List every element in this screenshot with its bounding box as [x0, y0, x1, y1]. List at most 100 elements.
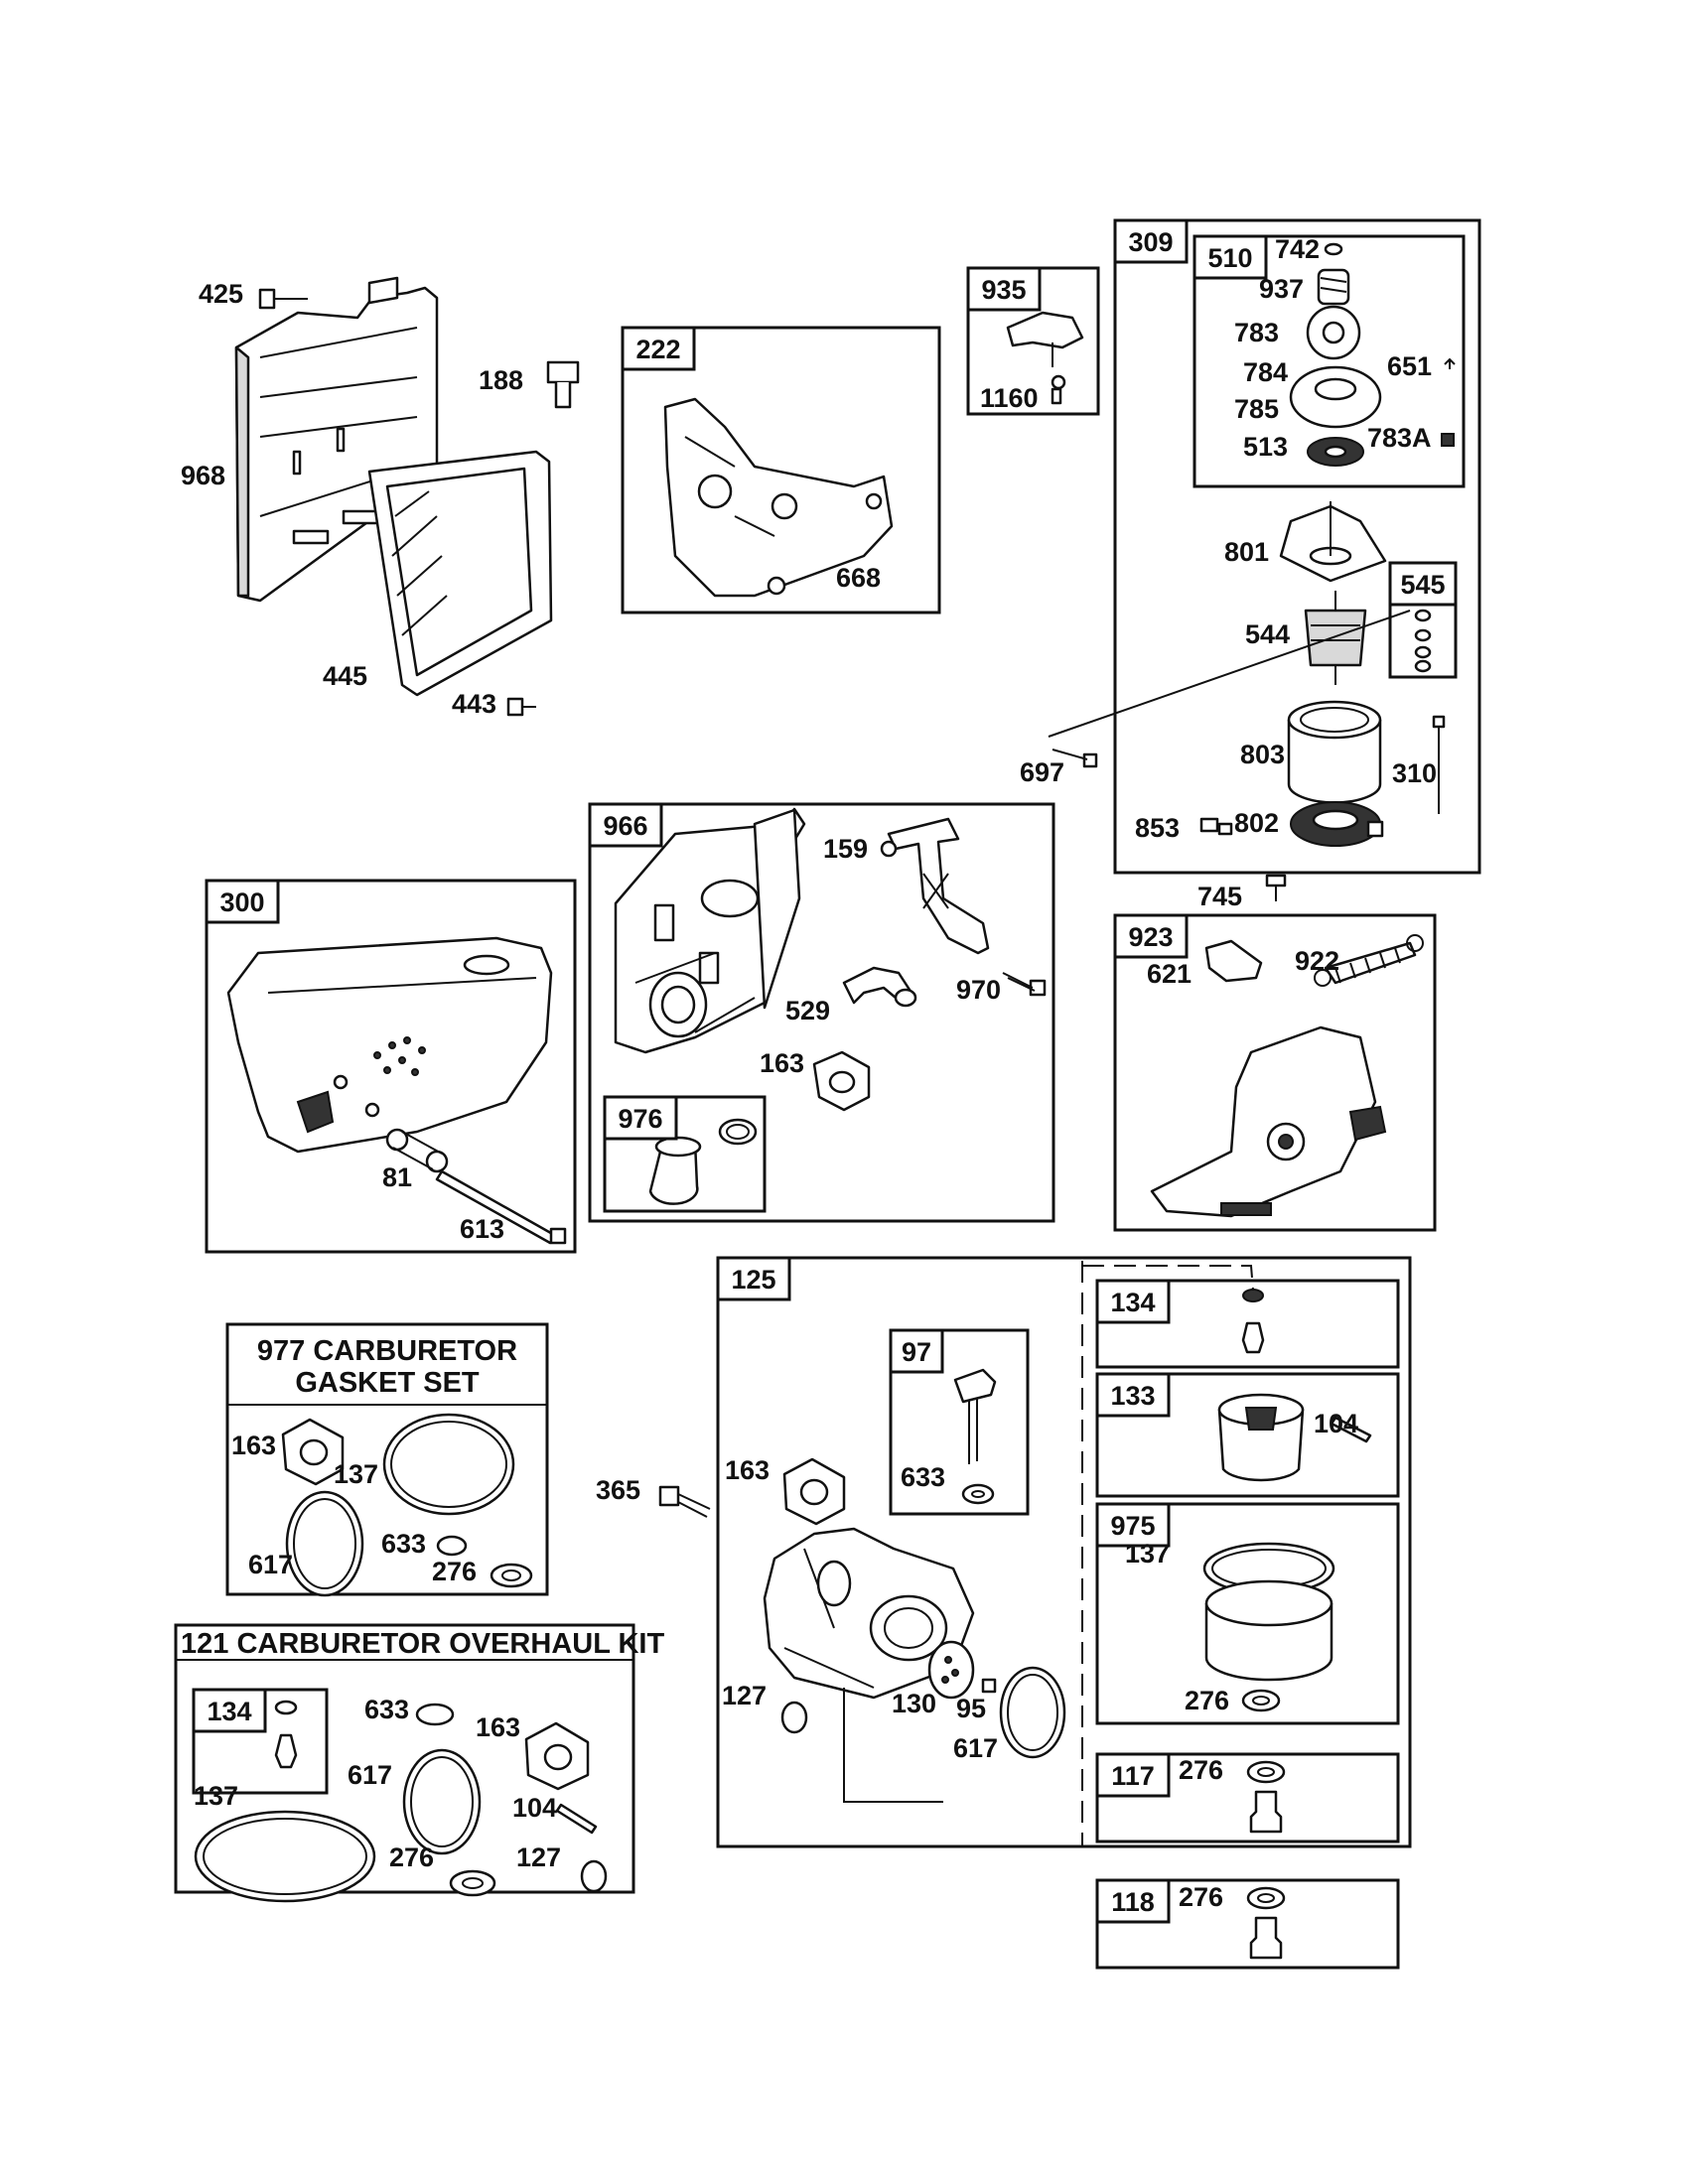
box-label-545: 545	[1400, 570, 1445, 600]
box-966-frame	[588, 802, 1055, 1223]
carburetor-body-drawing	[763, 1527, 975, 1803]
label-617-c: 617	[348, 1760, 392, 1790]
box-label-134b: 134	[207, 1697, 251, 1726]
gasket-set-title-line2: GASKET SET	[295, 1367, 480, 1399]
box-label-97: 97	[902, 1337, 931, 1367]
bowl-975-drawing	[1202, 1542, 1335, 1712]
box-label-134a: 134	[1110, 1288, 1155, 1317]
label-621: 621	[1147, 959, 1192, 989]
box-510-frame	[1193, 234, 1466, 488]
label-159: 159	[823, 834, 868, 864]
box-976-frame	[603, 1095, 767, 1213]
box-117-frame	[1095, 1752, 1400, 1843]
box-label-133: 133	[1110, 1381, 1155, 1411]
label-613: 613	[460, 1214, 504, 1244]
label-137-a: 137	[334, 1459, 378, 1489]
box-label-510: 510	[1207, 243, 1252, 273]
label-651: 651	[1387, 351, 1432, 381]
label-633-b: 633	[901, 1462, 945, 1492]
label-513: 513	[1243, 432, 1288, 462]
label-276-e: 276	[389, 1843, 434, 1872]
cup-127-a-drawing	[780, 1701, 808, 1734]
needle-97-drawing	[953, 1368, 997, 1505]
label-104-a: 104	[1314, 1409, 1358, 1438]
base-966-drawing	[614, 807, 806, 1054]
gasket-set-parts-drawing	[281, 1413, 533, 1597]
label-163-c: 163	[725, 1455, 770, 1485]
box-125-frame	[716, 1256, 1412, 1848]
brush-853-drawing	[1199, 817, 1233, 836]
label-365: 365	[596, 1475, 640, 1505]
box-label-923: 923	[1128, 922, 1173, 952]
bracket-159-drawing	[880, 817, 990, 955]
box-label-117: 117	[1111, 1761, 1155, 1791]
label-137-b: 137	[1125, 1539, 1170, 1569]
label-276-d: 276	[1179, 1882, 1223, 1912]
screw-443-drawing	[506, 697, 536, 717]
label-970: 970	[956, 975, 1001, 1005]
label-937: 937	[1259, 274, 1304, 304]
label-163-b: 163	[231, 1431, 276, 1460]
box-133-frame	[1095, 1372, 1400, 1498]
screw-613-drawing	[435, 1169, 567, 1245]
label-617-a: 617	[248, 1550, 293, 1579]
washers-545-drawing	[1414, 609, 1432, 673]
label-188: 188	[479, 365, 523, 395]
armature-544-drawing	[1304, 591, 1367, 685]
label-95: 95	[956, 1694, 986, 1723]
label-127-b: 127	[516, 1843, 561, 1872]
screw-95-drawing	[981, 1678, 997, 1694]
box-118-frame	[1095, 1878, 1400, 1970]
overhaul-kit-parts-drawing	[194, 1700, 608, 1903]
label-785: 785	[1234, 394, 1279, 424]
label-130: 130	[892, 1689, 936, 1718]
bolt-118-drawing	[1246, 1886, 1286, 1960]
gasket-163-a-drawing	[812, 1050, 871, 1112]
bolt-117-drawing	[1246, 1760, 1286, 1834]
box-label-300: 300	[219, 887, 264, 917]
label-1160: 1160	[980, 383, 1039, 413]
label-784: 784	[1243, 357, 1288, 387]
label-310: 310	[1392, 758, 1437, 788]
label-137-c: 137	[194, 1781, 238, 1811]
box-923-frame	[1113, 913, 1437, 1232]
frame-803-drawing	[1287, 700, 1382, 804]
guard-81-drawing	[385, 1128, 449, 1173]
screw-188-drawing	[546, 360, 580, 409]
end-cap-802-drawing	[1290, 801, 1384, 847]
clip-621-drawing	[1204, 939, 1263, 983]
control-bracket-923-drawing	[1150, 1025, 1387, 1218]
overhaul-kit-title: 121 CARBURETOR OVERHAUL KIT	[181, 1628, 664, 1660]
gasket-617-b-drawing	[999, 1666, 1066, 1759]
gasket-163-c-drawing	[782, 1457, 846, 1526]
label-443: 443	[452, 689, 496, 719]
governor-link-935-drawing	[1006, 311, 1084, 405]
spring-922-drawing	[1314, 934, 1424, 987]
starter-housing-801-drawing	[1279, 501, 1387, 583]
label-922: 922	[1295, 946, 1339, 976]
label-802: 802	[1234, 808, 1279, 838]
label-742: 742	[1275, 234, 1320, 264]
label-783A: 783A	[1367, 423, 1432, 453]
needle-134a-drawing	[1241, 1289, 1265, 1354]
label-276-a: 276	[432, 1557, 477, 1586]
box-125-dashed-top	[1082, 1265, 1254, 1292]
label-803: 803	[1240, 740, 1285, 769]
part-labels: 425 188 968 445 443 668 1160 742 937 783…	[181, 234, 1437, 1912]
label-745: 745	[1197, 882, 1242, 911]
box-121-frame	[174, 1623, 635, 1894]
screw-697-drawing	[1052, 749, 1098, 768]
box-label-125: 125	[731, 1265, 775, 1295]
label-276-b: 276	[1185, 1686, 1229, 1715]
label-104-b: 104	[512, 1793, 557, 1823]
label-81: 81	[382, 1162, 412, 1192]
box-975-frame	[1095, 1502, 1400, 1725]
label-163-d: 163	[476, 1712, 520, 1742]
label-544: 544	[1245, 619, 1290, 649]
label-445: 445	[323, 661, 367, 691]
box-label-966: 966	[603, 811, 647, 841]
label-425: 425	[199, 279, 243, 309]
box-label-309: 309	[1128, 227, 1173, 257]
box-977-frame	[225, 1322, 549, 1596]
air-filter-drawing	[367, 450, 553, 697]
